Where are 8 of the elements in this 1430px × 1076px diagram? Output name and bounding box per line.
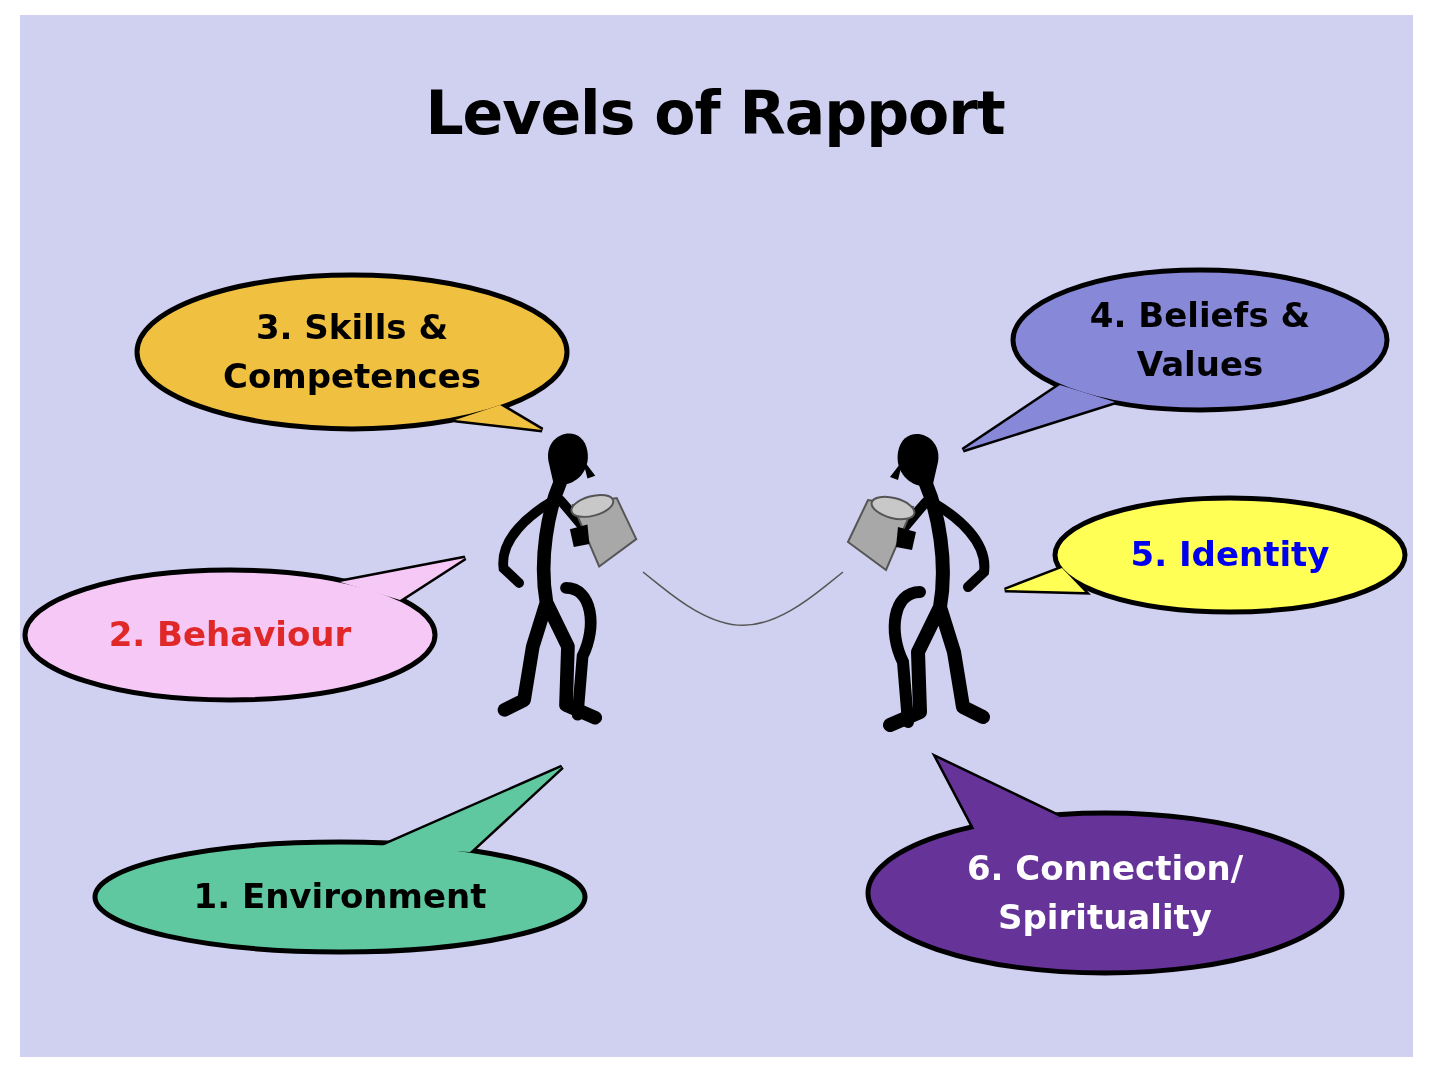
- bubble-text: 1. Environment: [192, 875, 488, 919]
- bubble-text: 4. Beliefs & Values: [1088, 293, 1312, 386]
- string-line: [642, 571, 844, 627]
- title: Levels of Rapport: [424, 78, 1006, 148]
- bubble-text: 6. Connection/ Spirituality: [965, 846, 1245, 939]
- bubble-text: 2. Behaviour: [107, 613, 353, 657]
- bubble-text: 3. Skills & Competences: [221, 305, 483, 398]
- bubble-text: 5. Identity: [1129, 533, 1331, 577]
